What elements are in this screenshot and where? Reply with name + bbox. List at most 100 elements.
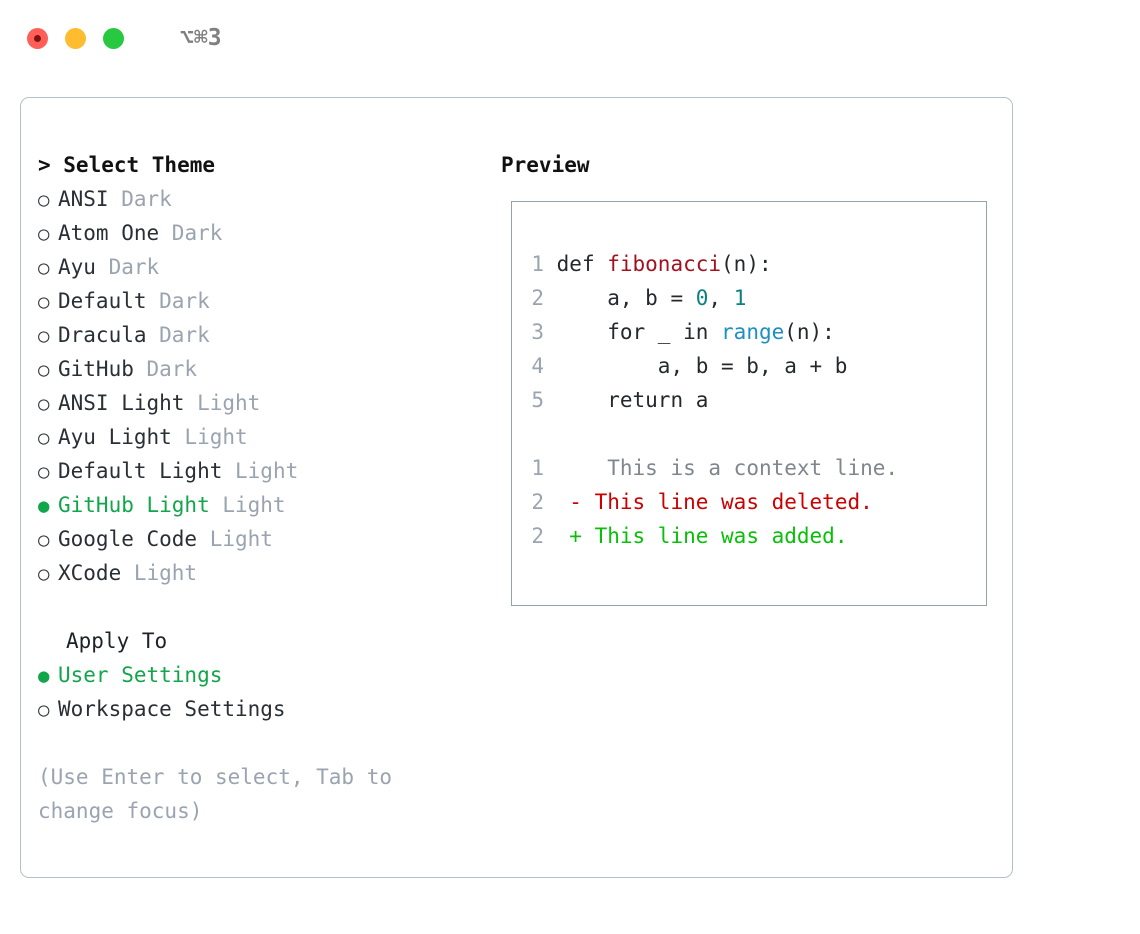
theme-option-google-code[interactable]: ○ Google Code Light: [38, 522, 498, 556]
theme-option-kind: Light: [121, 561, 198, 585]
diff-line-number: 2: [531, 490, 544, 514]
theme-option-kind: Dark: [146, 323, 210, 347]
radio-unselected-icon: ○: [38, 359, 50, 381]
code-token-fn: fibonacci: [607, 252, 722, 276]
apply-to-option-list[interactable]: ● User Settings ○ Workspace Settings: [38, 658, 498, 726]
window-titlebar: ⌥⌘3: [0, 0, 1140, 76]
code-diff-spacer: [522, 417, 980, 451]
theme-option-label: XCode: [58, 561, 122, 585]
theme-option-kind: Light: [171, 425, 248, 449]
theme-option-atom-one[interactable]: ○ Atom One Dark: [38, 216, 498, 250]
diff-line-text: This line was deleted.: [581, 490, 873, 514]
radio-unselected-icon: ○: [38, 257, 50, 279]
code-line: 3 for _ in range(n):: [522, 315, 980, 349]
apply-to-option-label: User Settings: [58, 663, 223, 687]
theme-option-ansi[interactable]: ○ ANSI Dark: [38, 182, 498, 216]
code-line-number: 1: [531, 252, 544, 276]
radio-unselected-icon: ○: [38, 427, 50, 449]
theme-option-label: Google Code: [58, 527, 198, 551]
radio-unselected-icon: ○: [38, 291, 50, 313]
diff-marker: +: [569, 524, 582, 548]
traffic-lights: [27, 27, 124, 49]
code-token-plain: a, b =: [556, 286, 696, 310]
code-token-plain: ,: [708, 286, 734, 310]
theme-option-kind: Dark: [159, 221, 223, 245]
theme-option-default-light[interactable]: ○ Default Light Light: [38, 454, 498, 488]
minimize-window-button[interactable]: [65, 27, 86, 49]
apply-to-heading: Apply To: [66, 629, 168, 653]
radio-unselected-icon: ○: [38, 461, 50, 483]
keyboard-shortcut-label: ⌥⌘3: [180, 24, 222, 51]
keyboard-hint-text: (Use Enter to select, Tab to change focu…: [38, 765, 393, 823]
code-line-number: 5: [531, 388, 544, 412]
code-line: 4 a, b = b, a + b: [522, 349, 980, 383]
code-token-num: 0: [695, 286, 709, 310]
preview-title: Preview: [501, 153, 590, 177]
theme-option-github[interactable]: ○GitHub Dark: [38, 352, 498, 386]
theme-option-kind: Dark: [133, 357, 198, 381]
radio-unselected-icon: ○: [38, 189, 50, 211]
radio-unselected-icon: ○: [38, 223, 50, 245]
theme-picker-column: > Select Theme ○ANSI Dark○Atom One Dark○…: [38, 148, 498, 828]
main-panel: > Select Theme ○ANSI Dark○Atom One Dark○…: [20, 97, 1013, 878]
radio-unselected-icon: ○: [38, 529, 50, 551]
code-line: 1 def fibonacci(n):: [522, 247, 980, 281]
theme-option-kind: Light: [222, 459, 299, 483]
theme-option-xcode[interactable]: ○XCode Light: [38, 556, 498, 590]
theme-option-list[interactable]: ○ ANSI Dark ○ Atom One Dark ○ Ayu Dark ○ Defaul…: [38, 182, 498, 590]
code-token-plain: for _ in: [556, 320, 722, 344]
radio-selected-icon: ●: [38, 495, 50, 517]
theme-option-ayu[interactable]: ○ Ayu Dark: [38, 250, 498, 284]
code-token-plain: (n):: [721, 252, 772, 276]
preview-column: Preview 1 def fibonacci(n):2 a, b = 0, 1…: [501, 148, 1001, 606]
code-token-num: 1: [733, 286, 747, 310]
code-token-plain: (n):: [784, 320, 835, 344]
diff-line-ctx: 1 This is a context line.: [522, 451, 980, 485]
theme-option-label: Ayu: [58, 255, 96, 279]
radio-selected-icon: ●: [38, 665, 50, 687]
theme-option-ayu-light[interactable]: ○ Ayu Light Light: [38, 420, 498, 454]
apply-to-option-label: Workspace Settings: [58, 697, 286, 721]
theme-option-label: Default: [58, 289, 147, 313]
theme-option-label: Dracula: [58, 323, 147, 347]
code-token-call: range: [721, 320, 785, 344]
diff-line-add: 2 + This line was added.: [522, 519, 980, 553]
theme-option-github-light[interactable]: ● GitHub Light Light: [38, 488, 498, 522]
code-line: 5 return a: [522, 383, 980, 417]
theme-option-default[interactable]: ○ Default Dark: [38, 284, 498, 318]
theme-option-label: Default Light: [58, 459, 223, 483]
theme-option-label: Atom One: [58, 221, 160, 245]
radio-unselected-icon: ○: [38, 393, 50, 415]
theme-option-dracula[interactable]: ○ Dracula Dark: [38, 318, 498, 352]
theme-option-kind: Light: [197, 527, 273, 551]
code-line: 2 a, b = 0, 1: [522, 281, 980, 315]
theme-option-kind: Dark: [108, 187, 172, 211]
theme-option-kind: Light: [209, 493, 286, 517]
code-line-number: 4: [531, 354, 544, 378]
diff-marker: [569, 456, 582, 480]
close-window-button[interactable]: [27, 27, 48, 49]
theme-option-label: Ayu Light: [58, 425, 172, 449]
apply-to-option-user-settings[interactable]: ● User Settings: [38, 658, 498, 692]
theme-option-label: GitHub Light: [58, 493, 210, 517]
apply-to-option-workspace-settings[interactable]: ○ Workspace Settings: [38, 692, 498, 726]
section-spacer: [38, 590, 498, 624]
diff-line-number: 2: [531, 524, 544, 548]
theme-option-kind: Light: [184, 391, 261, 415]
diff-line-text: This is a context line.: [581, 456, 899, 480]
theme-option-kind: Dark: [95, 255, 160, 279]
page-title: > Select Theme: [38, 153, 216, 177]
radio-unselected-icon: ○: [38, 699, 50, 721]
code-line-number: 2: [531, 286, 544, 310]
theme-option-ansi-light[interactable]: ○ANSI Light Light: [38, 386, 498, 420]
code-line-number: 3: [531, 320, 544, 344]
code-token-plain: return a: [556, 388, 709, 412]
theme-option-kind: Dark: [146, 289, 210, 313]
diff-line-del: 2 - This line was deleted.: [522, 485, 980, 519]
radio-unselected-icon: ○: [38, 325, 50, 347]
maximize-window-button[interactable]: [103, 27, 124, 49]
code-token-plain: def: [556, 252, 608, 276]
theme-option-label: ANSI: [58, 187, 109, 211]
